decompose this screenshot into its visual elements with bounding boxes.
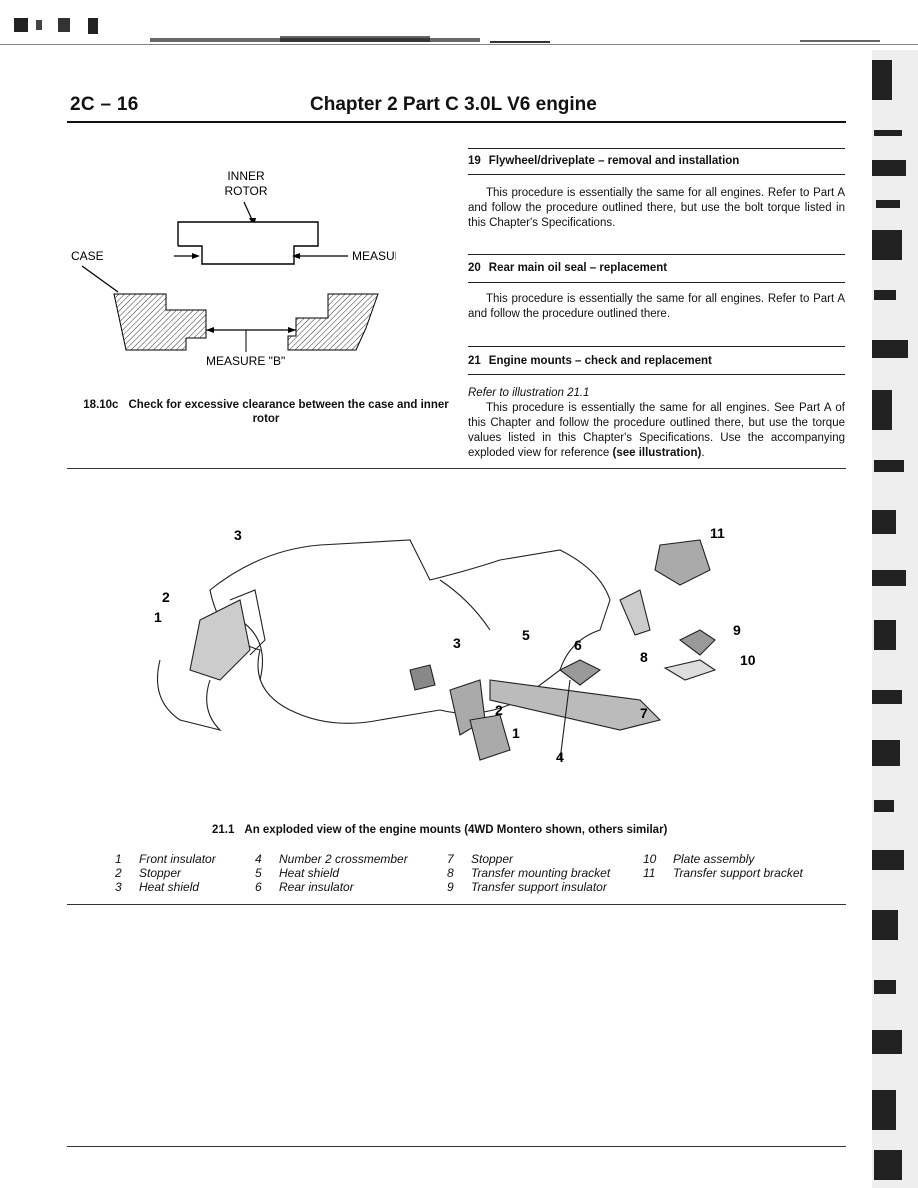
engine-mounts-exploded-view: 3 2 1 11 5 6 9 8 10 3 2 1 7 4 [154,525,756,765]
section-title: Rear main oil seal – replacement [488,262,668,274]
case-label: CASE [71,249,104,263]
section-divider [67,468,846,469]
callout-1b: 1 [512,725,520,741]
callout-5: 5 [522,627,530,643]
section-19-rule-bottom [468,174,845,175]
section-number: 21 [468,355,481,367]
measure-a-label: MEASURE "A" [352,249,396,263]
section-21-heading: 21 Engine mounts – check and replacement [468,355,712,367]
paragraph: This procedure is essentially the same f… [468,402,845,459]
caption-number: 21.1 [212,824,235,836]
caption-text: Check for excessive clearance between th… [128,399,449,425]
section-21-rule-top [468,346,845,347]
callout-3b: 3 [453,635,461,651]
footer-divider [67,1146,846,1147]
callout-1: 1 [154,609,162,625]
scan-edge-artifact-right [872,50,918,1188]
callout-3: 3 [234,527,242,543]
inner-rotor-label-line1: INNER [227,169,265,183]
rotor-clearance-diagram: INNER ROTOR CASE MEASURE "A" MEASURE "B" [71,169,396,368]
caption-number: 18.10c [83,399,119,411]
section-19-heading: 19 Flywheel/driveplate – removal and inst… [468,155,739,167]
section-20-rule-top [468,254,845,255]
paragraph: This procedure is essentially the same f… [468,293,845,320]
callout-2b: 2 [495,702,503,718]
section-20-body: This procedure is essentially the same f… [468,292,845,322]
measure-b-label: MEASURE "B" [206,354,285,368]
inner-rotor-label-line2: ROTOR [224,184,267,198]
section-20-rule-bottom [468,282,845,283]
callout-10: 10 [740,652,756,668]
section-20-heading: 20 Rear main oil seal – replacement [468,262,667,274]
page-number: 2C – 16 [70,94,139,115]
section-21-body: Refer to illustration 21.1 This procedur… [468,387,845,459]
section-19-body: This procedure is essentially the same f… [468,186,845,231]
callout-2: 2 [162,589,170,605]
callout-8: 8 [640,649,648,665]
section-19-rule-top [468,148,845,149]
callout-9: 9 [733,622,741,638]
callout-11: 11 [710,525,725,541]
callout-7: 7 [640,705,648,721]
legend-divider [67,904,846,905]
header-divider [67,121,846,123]
figure-21-1-caption: 21.1 An exploded view of the engine mount… [212,824,667,836]
callout-6: 6 [574,637,582,653]
figure-18-10c-caption: 18.10c Check for excessive clearance betw… [72,398,460,426]
section-21-rule-bottom [468,374,845,375]
chapter-title: Chapter 2 Part C 3.0L V6 engine [310,94,597,115]
section-number: 20 [468,262,481,274]
section-title: Flywheel/driveplate – removal and instal… [488,155,740,167]
caption-text: An exploded view of the engine mounts (4… [244,824,668,836]
callout-4: 4 [556,749,564,765]
paragraph: This procedure is essentially the same f… [468,187,845,229]
section-number: 19 [468,155,481,167]
scan-edge-artifact-top [0,18,918,45]
illustration-reference: Refer to illustration 21.1 [468,387,590,399]
section-title: Engine mounts – check and replacement [488,355,712,367]
see-illustration-ref: (see illustration) [612,447,702,459]
